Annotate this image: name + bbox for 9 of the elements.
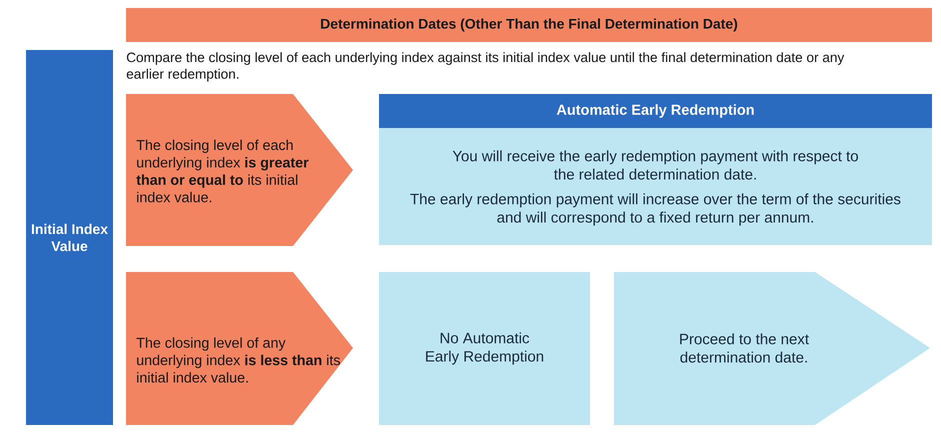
side-panel: Initial Index Value	[26, 50, 113, 425]
arrow-box: The closing level of any underlying index is less than its initial index value.	[126, 272, 353, 425]
header-band: Automatic Early Redemption	[379, 94, 932, 128]
arrow-box: The closing level of each underlying index is greater than or equal to its initial index value.	[126, 94, 353, 246]
instruction-text: Compare the closing level of each underlying index against its initial index value until the final determination date or any earlier redemption.	[126, 52, 844, 82]
arrow-box: Proceed to the next determination date.	[614, 272, 930, 425]
text-box: No Automatic Early Redemption	[379, 272, 590, 425]
header-band: Determination Dates (Other Than the Final Determination Date)	[126, 8, 932, 42]
text-panel: You will receive the early redemption payment with respect to the related determination date. The early redemption payment will increase over the term of the securities and will correspond to a fixed return per annum.	[379, 128, 932, 245]
